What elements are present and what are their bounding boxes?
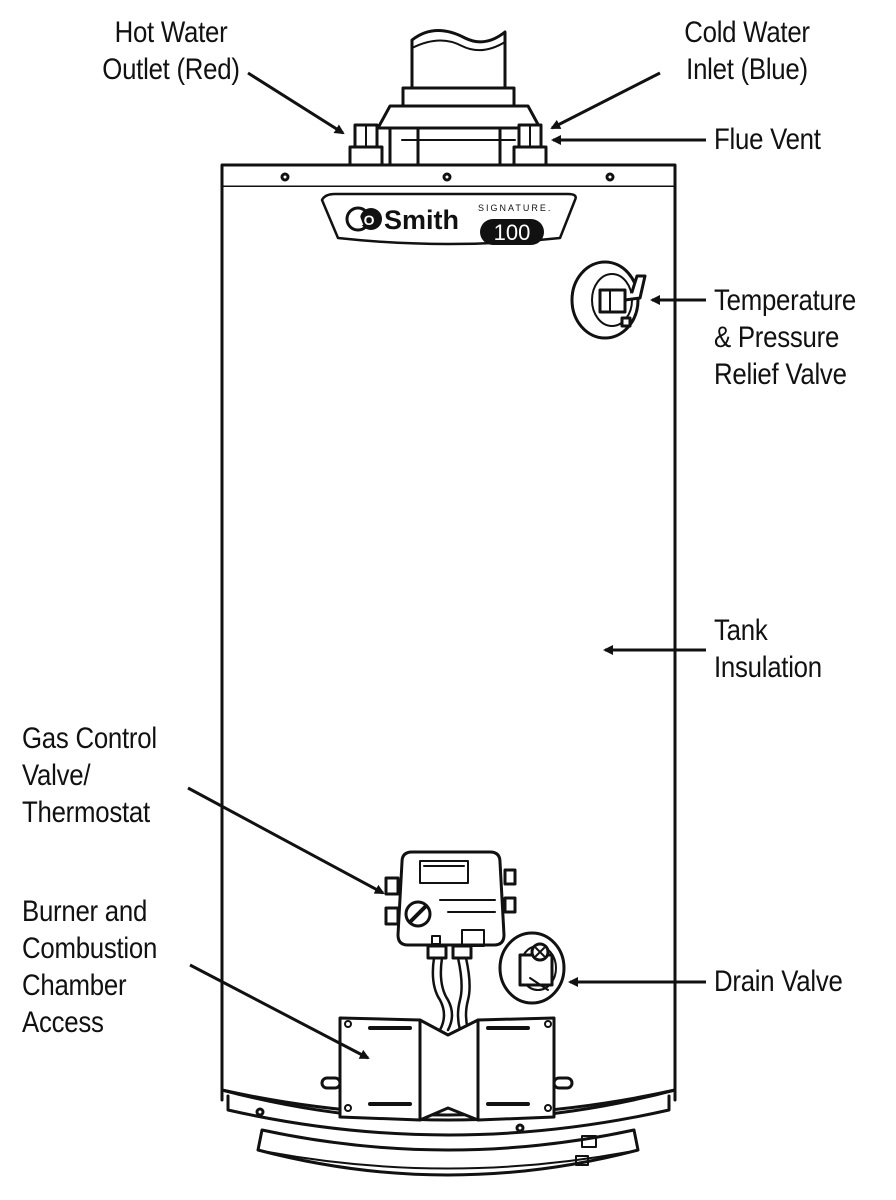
- label-line: Hot Water: [114, 16, 228, 49]
- arrow-gas-control-valve: [187, 786, 385, 895]
- tank-base-pan: [256, 1128, 640, 1177]
- label-line: Tank: [714, 614, 768, 647]
- label-hot-water-outlet: Hot Water Outlet (Red): [89, 14, 252, 88]
- label-line: Chamber: [22, 969, 127, 1002]
- logo-prefix: AO: [354, 212, 375, 228]
- label-line: Relief Valve: [714, 358, 847, 391]
- label-line: Temperature: [714, 284, 857, 317]
- label-drain-valve: Drain Valve: [714, 963, 843, 1000]
- tp-relief-valve: [570, 260, 647, 340]
- label-line: Flue Vent: [714, 123, 821, 156]
- label-line: Burner and: [22, 895, 148, 928]
- label-line: Access: [22, 1006, 104, 1039]
- label-tp-relief-valve: Temperature & Pressure Relief Valve: [714, 282, 856, 393]
- label-line: Thermostat: [22, 796, 150, 829]
- label-line: Outlet (Red): [102, 53, 240, 86]
- tank-top-cap: [220, 163, 677, 189]
- gas-control-valve: [384, 850, 517, 960]
- label-line: Combustion: [22, 932, 158, 965]
- label-line: Drain Valve: [714, 965, 843, 998]
- arrow-burner-access: [189, 963, 370, 1060]
- logo-brand-name: Smith: [384, 205, 459, 235]
- label-flue-vent: Flue Vent: [714, 121, 821, 158]
- label-line: Valve/: [22, 759, 91, 792]
- label-line: Gas Control: [22, 722, 157, 755]
- gas-tubes: [431, 956, 471, 1032]
- arrow-hot-water-outlet: [247, 71, 345, 135]
- label-line: & Pressure: [714, 321, 840, 354]
- hot-water-outlet-nipple: [348, 123, 384, 167]
- cold-water-inlet-nipple: [512, 123, 548, 167]
- label-line: Insulation: [714, 651, 822, 684]
- logo-series: SIGNATURE.: [478, 203, 552, 213]
- flue-vent-pipe: [376, 29, 542, 167]
- ao-smith-logo: AO Smith SIGNATURE. 100: [345, 203, 552, 245]
- arrow-cold-water-inlet: [550, 71, 661, 130]
- label-gas-control-valve: Gas Control Valve/ Thermostat: [22, 720, 157, 831]
- label-line: Cold Water: [684, 16, 810, 49]
- logo-badge-outline: [320, 192, 577, 246]
- label-burner-access: Burner and Combustion Chamber Access: [22, 893, 157, 1041]
- logo-model: 100: [494, 220, 531, 245]
- label-line: Inlet (Blue): [686, 53, 808, 86]
- label-cold-water-inlet: Cold Water Inlet (Blue): [665, 14, 828, 88]
- drain-valve: [498, 931, 566, 1005]
- label-tank-insulation: Tank Insulation: [714, 612, 822, 686]
- leader-arrows: [187, 71, 706, 1060]
- tank-body: [220, 185, 677, 1137]
- burner-access-door: [320, 1016, 574, 1122]
